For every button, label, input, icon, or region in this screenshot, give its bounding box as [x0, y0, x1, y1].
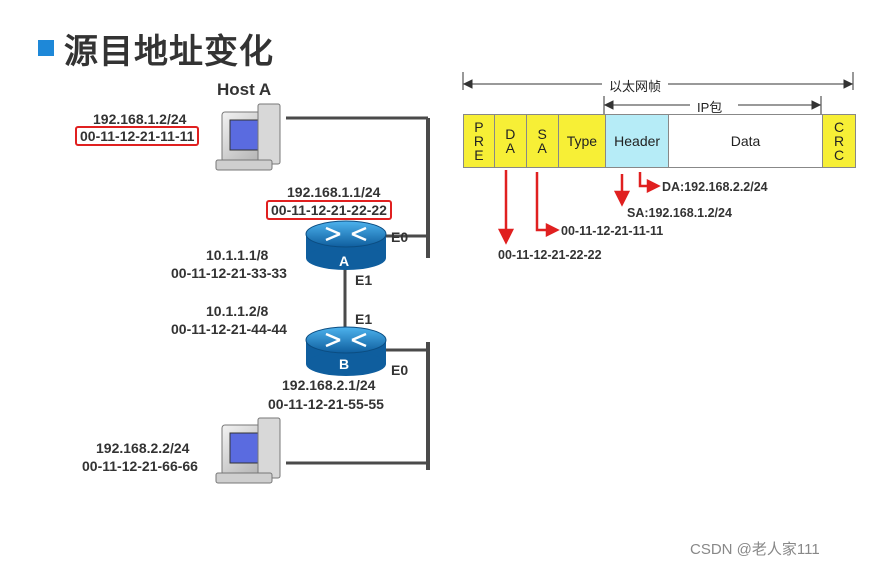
title-bullet [38, 40, 54, 56]
router-a-e1-ip: 10.1.1.1/8 [206, 247, 269, 263]
field-data: Data [668, 115, 824, 167]
host-b-computer-icon [215, 417, 281, 484]
ethernet-frame-span-arrow [462, 72, 854, 90]
router-a-e0-ip: 192.168.1.1/24 [287, 184, 381, 200]
router-b-icon [305, 326, 387, 376]
ip-packet-label: IP包 [694, 97, 726, 116]
ip-da-annotation: DA:192.168.2.2/24 [662, 180, 768, 194]
router-b-e1-ip: 10.1.1.2/8 [206, 303, 269, 319]
ip-sa-annotation: SA:192.168.1.2/24 [627, 206, 732, 220]
sa-mac-annotation: 00-11-12-21-11-11 [561, 224, 664, 238]
field-header: Header [606, 115, 669, 167]
ip-packet-span-arrow [603, 96, 822, 114]
da-field-arrow [497, 170, 515, 245]
router-a-label: A [339, 253, 350, 269]
host-a-ip: 192.168.1.2/24 [93, 111, 187, 127]
router-a-e0-label: E0 [391, 229, 409, 245]
host-b-ip: 192.168.2.2/24 [96, 440, 190, 456]
da-mac-annotation: 00-11-12-21-22-22 [498, 248, 602, 262]
ip-da-arrow [638, 172, 661, 194]
router-b-label: B [339, 356, 350, 372]
router-b-e0-ip: 192.168.2.1/24 [282, 377, 376, 393]
ip-sa-arrow [613, 174, 631, 207]
host-a-mac: 00-11-12-21-11-11 [75, 126, 200, 146]
router-b-e0-mac: 00-11-12-21-55-55 [268, 396, 384, 412]
router-b-e1-label: E1 [355, 311, 373, 327]
router-b-e1-mac: 00-11-12-21-44-44 [171, 321, 287, 337]
router-a-e1-mac: 00-11-12-21-33-33 [171, 265, 287, 281]
host-b-mac: 00-11-12-21-66-66 [82, 458, 198, 474]
host-a-computer-icon [215, 103, 281, 171]
field-type: Type [558, 115, 607, 167]
router-a-icon [305, 220, 387, 270]
sa-field-arrow [535, 172, 560, 238]
router-a-e1-label: E1 [355, 272, 373, 288]
ethernet-frame-label: 以太网帧 [606, 76, 665, 95]
router-b-e0-label: E0 [391, 362, 409, 378]
host-a-name: Host A [217, 80, 272, 99]
csdn-watermark: CSDN @老人家111 [690, 541, 820, 558]
router-a-e0-mac: 00-11-12-21-22-22 [266, 200, 392, 220]
page-title: 源目地址变化 [64, 33, 274, 71]
